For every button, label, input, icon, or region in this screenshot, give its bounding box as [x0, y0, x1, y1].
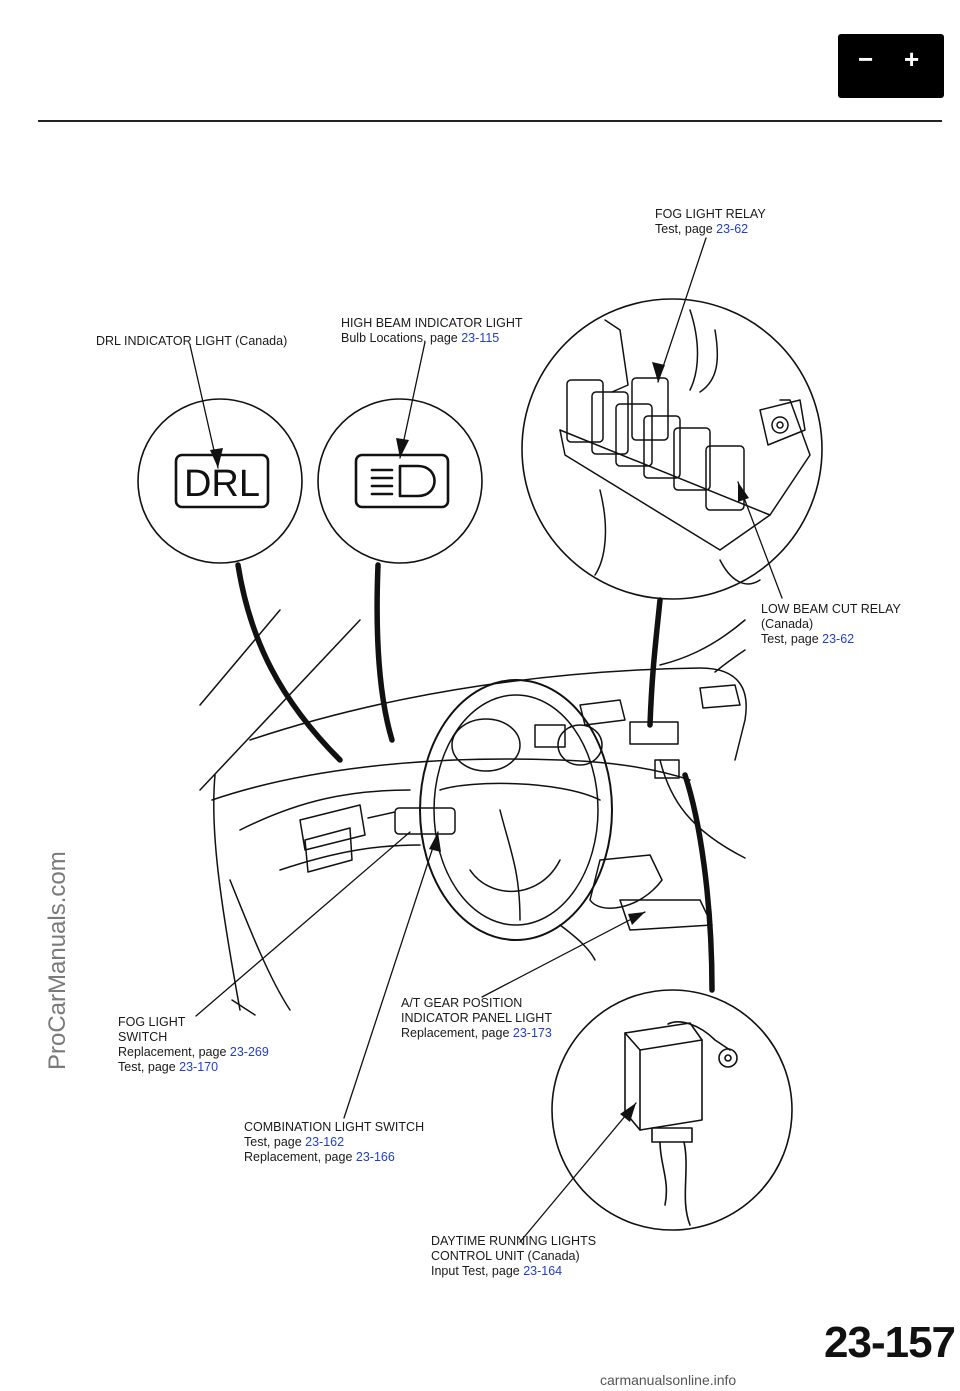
fog-relay-title: FOG LIGHT RELAY: [655, 207, 766, 221]
leader-arrowheads: [210, 362, 749, 1122]
label-leader-lines: [189, 237, 783, 1243]
battery-icon: − +: [838, 34, 944, 98]
label-drl-indicator-light: DRL INDICATOR LIGHT (Canada): [96, 334, 287, 349]
fog-switch-test-link[interactable]: 23-170: [179, 1060, 219, 1074]
high-beam-bulb-link[interactable]: 23-115: [461, 331, 500, 345]
low-beam-cut-test-link[interactable]: 23-62: [822, 632, 855, 646]
at-gear-title-1: A/T GEAR POSITION: [401, 996, 523, 1010]
watermark-text: ProCarManuals.com: [44, 851, 71, 1070]
label-combination-light-switch: COMBINATION LIGHT SWITCH Test, page 23-1…: [244, 1120, 424, 1165]
at-gear-replacement-link[interactable]: 23-173: [512, 1026, 552, 1040]
dashboard-outline: [199, 609, 747, 1016]
combination-title: COMBINATION LIGHT SWITCH: [244, 1120, 425, 1134]
drl-unit-title-1: DAYTIME RUNNING LIGHTS: [431, 1234, 597, 1248]
fog-switch-title-2: SWITCH: [118, 1030, 168, 1044]
combination-replacement-text: Replacement, page: [244, 1150, 356, 1164]
label-high-beam-indicator: HIGH BEAM INDICATOR LIGHT Bulb Locations…: [341, 316, 523, 346]
drl-symbol-box: [174, 453, 270, 509]
drl-unit-test-link[interactable]: 23-164: [523, 1264, 563, 1278]
label-fog-light-switch: FOG LIGHT SWITCH Replacement, page 23-26…: [118, 1015, 269, 1075]
low-beam-cut-title: LOW BEAM CUT RELAY: [761, 602, 901, 616]
relay-box-detail-icon: [559, 309, 811, 585]
footer-site-text: carmanualsonline.info: [600, 1372, 737, 1388]
drl-indicator-title: DRL INDICATOR LIGHT (Canada): [96, 334, 288, 348]
combination-replacement-link[interactable]: 23-166: [355, 1150, 395, 1164]
battery-minus-terminal: −: [858, 44, 874, 74]
at-gear-title-2: INDICATOR PANEL LIGHT: [401, 1011, 552, 1025]
header-rule: [38, 120, 942, 122]
label-drl-control-unit: DAYTIME RUNNING LIGHTS CONTROL UNIT (Can…: [431, 1234, 596, 1279]
drl-symbol-text: DRL: [184, 463, 260, 505]
page-number: 23-157: [824, 1318, 956, 1367]
at-gear-replacement-text: Replacement, page: [401, 1026, 513, 1040]
fog-switch-title-1: FOG LIGHT: [118, 1015, 186, 1029]
fog-switch-replacement-link[interactable]: 23-269: [229, 1045, 269, 1059]
drl-inset-circle: [137, 398, 303, 564]
label-fog-light-relay: FOG LIGHT RELAY Test, page 23-62: [655, 207, 766, 237]
fog-switch-replacement-text: Replacement, page: [118, 1045, 230, 1059]
drl-unit-title-2: CONTROL UNIT (Canada): [431, 1249, 580, 1263]
fog-relay-test-text: Test, page: [655, 222, 717, 236]
fog-switch-test-text: Test, page: [118, 1060, 180, 1074]
combination-test-text: Test, page: [244, 1135, 306, 1149]
inset-pointer-lines: [235, 562, 715, 993]
high-beam-bulb-text: Bulb Locations, page: [341, 331, 462, 345]
relay-inset-circle: [521, 298, 823, 600]
low-beam-cut-region: (Canada): [761, 617, 814, 631]
fog-relay-test-link[interactable]: 23-62: [716, 222, 749, 236]
battery-plus-terminal: +: [904, 44, 920, 74]
high-beam-inset-circle: [317, 398, 483, 564]
low-beam-cut-test-text: Test, page: [761, 632, 823, 646]
drl-unit-inset-circle: [551, 989, 793, 1231]
combination-test-link[interactable]: 23-162: [305, 1135, 345, 1149]
label-at-gear-position: A/T GEAR POSITION INDICATOR PANEL LIGHT …: [401, 996, 552, 1041]
high-beam-title: HIGH BEAM INDICATOR LIGHT: [341, 316, 523, 330]
label-low-beam-cut-relay: LOW BEAM CUT RELAY (Canada) Test, page 2…: [761, 602, 901, 647]
high-beam-symbol-icon: [354, 453, 450, 509]
drl-control-unit-icon: [624, 1021, 738, 1226]
drl-unit-test-text: Input Test, page: [431, 1264, 524, 1278]
